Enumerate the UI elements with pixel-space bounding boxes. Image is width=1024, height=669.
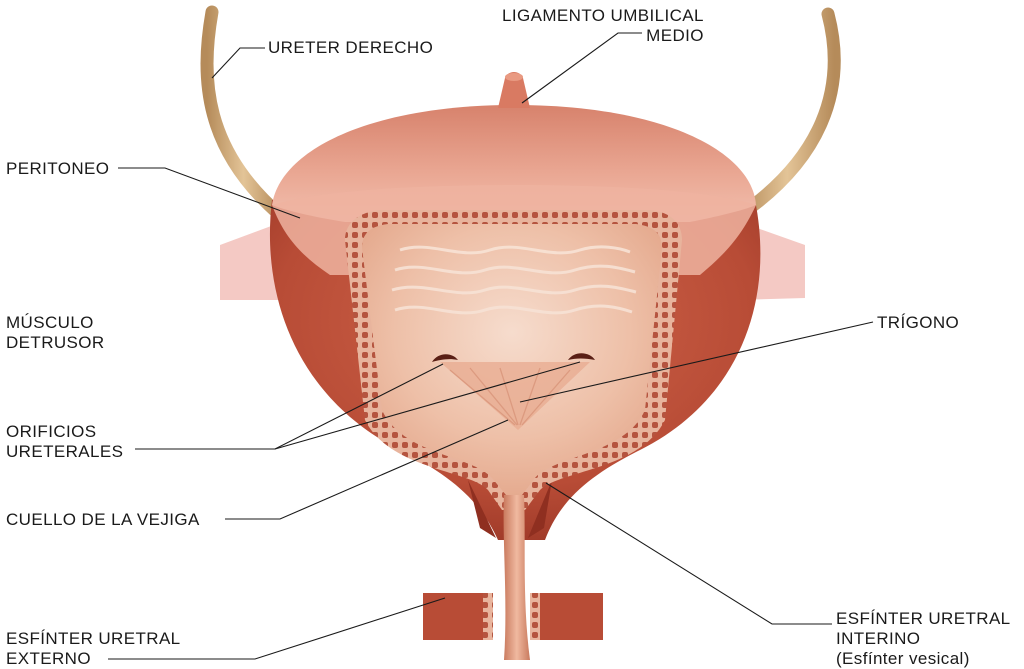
label-ureteral-orifices: ORIFICIOS URETERALES	[6, 422, 124, 461]
ureteral-orifice-left	[568, 353, 595, 360]
right-ureter	[200, 5, 287, 222]
label-peritoneum: PERITONEO	[6, 159, 110, 178]
leader-trigone	[519, 321, 874, 403]
label-bladder-neck: CUELLO DE LA VEJIGA	[6, 510, 200, 529]
leader-ligament	[521, 32, 642, 104]
umbilical-ligament	[498, 72, 530, 108]
ureteral-orifice-right	[432, 354, 458, 362]
leader-int-sphincter	[545, 482, 832, 625]
leader-orifice-2	[274, 361, 581, 450]
label-umbilical-ligament: LIGAMENTO UMBILICAL MEDIO	[502, 6, 704, 45]
trigone-area	[440, 362, 590, 430]
neck-flap-right	[528, 480, 552, 538]
leader-neck	[225, 419, 509, 520]
label-internal-sphincter: ESFÍNTER URETRAL INTERINO (Esfínter vesi…	[836, 609, 1011, 668]
leader-ext-sphincter	[108, 597, 446, 660]
leader-ureter	[211, 47, 265, 79]
leader-lines	[108, 32, 874, 660]
label-external-sphincter: ESFÍNTER URETRAL EXTERNO	[6, 629, 181, 668]
urethra	[503, 495, 530, 660]
label-detrusor: MÚSCULO DETRUSOR	[6, 313, 105, 352]
leader-peritoneum	[118, 167, 301, 219]
neck-flap-left	[468, 480, 496, 538]
label-trigone: TRÍGONO	[877, 313, 960, 332]
left-ureter	[733, 7, 841, 222]
bladder-cavity	[362, 224, 662, 495]
external-sphincter	[423, 593, 603, 640]
mucosal-folds	[391, 245, 637, 315]
label-ureter: URETER DERECHO	[268, 38, 434, 57]
